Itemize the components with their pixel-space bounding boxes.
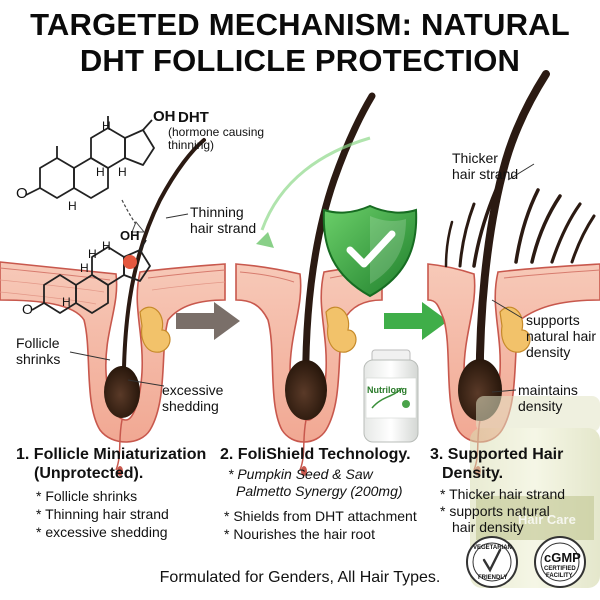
col2-sub-line-1: * Pumpkin Seed & Saw bbox=[228, 466, 373, 482]
col3-bullet: * supports natural bbox=[440, 503, 550, 519]
col1-heading-line-2: (Unprotected). bbox=[34, 465, 144, 482]
col1-heading-line-1: 1. Follicle Miniaturization bbox=[16, 446, 207, 463]
h-atom: H bbox=[62, 295, 71, 309]
title-line-2: DHT FOLLICLE PROTECTION bbox=[79, 43, 521, 78]
leader-thicker bbox=[507, 163, 535, 181]
h-atom: H bbox=[102, 119, 111, 133]
arrow-right-icon-green bbox=[384, 302, 448, 340]
col1-bullet: * Thinning hair strand bbox=[36, 506, 169, 522]
dht-molecule-bonding bbox=[31, 239, 151, 314]
oh-label-bottom: OH bbox=[120, 228, 140, 243]
dht-label: DHT bbox=[178, 109, 209, 126]
leader-maintains bbox=[491, 389, 517, 393]
panel-2-gland bbox=[325, 306, 357, 353]
oh-label-top: OH bbox=[153, 108, 176, 125]
leader-follicle bbox=[69, 351, 111, 361]
col1-bullet: * excessive shedding bbox=[36, 524, 168, 540]
badge-veg-line-2: FRIENDLY bbox=[478, 575, 508, 581]
badge-cgmp-line-3: FACILITY bbox=[546, 573, 573, 579]
h-atom: H bbox=[88, 247, 97, 261]
h-atom: H bbox=[102, 239, 111, 253]
leader-thinning bbox=[165, 213, 189, 219]
col2-bullet: * Shields from DHT attachment bbox=[224, 508, 417, 524]
supplement-bottle bbox=[363, 349, 419, 443]
label-thicker-line-2: hair strand bbox=[452, 166, 519, 182]
label-supports-line-1: supports bbox=[526, 312, 580, 328]
panel-3-hairs bbox=[444, 70, 596, 412]
label-maintains-line-1: maintains bbox=[518, 382, 578, 398]
badge-veg-line-1: VEGETARIAN bbox=[473, 545, 512, 551]
label-supports-line-3: density bbox=[526, 344, 571, 360]
panel-2-hair bbox=[285, 92, 376, 420]
dht-binding-site bbox=[123, 255, 137, 269]
label-follicle-line-2: shrinks bbox=[16, 351, 61, 367]
col3-heading-line-2: Density. bbox=[442, 465, 504, 482]
col2-sub-line-2: Palmetto Synergy (200mg) bbox=[236, 483, 403, 499]
label-maintains-line-2: density bbox=[518, 398, 563, 414]
panel-3-gland bbox=[499, 306, 531, 353]
o-atom-top: O bbox=[16, 185, 28, 202]
bottle-brand: Nutrilong bbox=[367, 385, 407, 395]
vegetarian-leaf-icon bbox=[482, 548, 502, 573]
dht-note-line-1: (hormone causing bbox=[168, 125, 265, 139]
col2-heading: 2. FoliShield Technology. bbox=[220, 446, 411, 463]
dht-note-line-2: thinning) bbox=[168, 138, 215, 152]
label-thinning-line-2: hair strand bbox=[190, 220, 257, 236]
dht-molecule bbox=[25, 116, 155, 199]
col3-bullet: hair density bbox=[452, 519, 524, 535]
footer-text: Formulated for Genders, All Hair Types. bbox=[159, 569, 441, 586]
shield-check-icon bbox=[322, 204, 418, 298]
vegetarian-badge bbox=[466, 536, 518, 588]
leader-supports bbox=[491, 299, 523, 319]
label-shedding-line-2: shedding bbox=[162, 398, 219, 414]
col1-bullet: * Follicle shrinks bbox=[36, 488, 138, 504]
glow-arrow-head bbox=[256, 232, 274, 248]
h-atom: H bbox=[118, 165, 127, 179]
protection-glow bbox=[260, 136, 371, 231]
panel-1-hair bbox=[104, 138, 206, 418]
dht-attach-arrow bbox=[121, 199, 146, 233]
label-shedding-line-1: excessive bbox=[162, 382, 224, 398]
label-thicker-line-1: Thicker bbox=[452, 150, 498, 166]
h-atom: H bbox=[96, 165, 105, 179]
col2-bullet: * Nourishes the hair root bbox=[224, 526, 375, 542]
o-atom-bottom: O bbox=[22, 301, 33, 317]
jar-label: Hair Care bbox=[518, 512, 576, 527]
arrow-right-icon bbox=[176, 302, 240, 340]
cgmp-badge bbox=[534, 536, 586, 588]
title-line-1: TARGETED MECHANISM: NATURAL bbox=[30, 7, 570, 42]
h-atom: H bbox=[68, 199, 77, 213]
label-thinning-line-1: Thinning bbox=[190, 204, 244, 220]
label-supports-line-2: natural hair bbox=[526, 328, 597, 344]
leader-shedding bbox=[127, 379, 165, 387]
h-atom: H bbox=[80, 261, 89, 275]
panel-1-skin bbox=[0, 261, 226, 476]
panel-1-gland bbox=[139, 306, 171, 353]
col3-heading-line-1: 3. Supported Hair bbox=[430, 446, 564, 463]
badge-cgmp-line-1: cGMP bbox=[544, 550, 581, 565]
badge-cgmp-line-2: CERTIFIED bbox=[544, 566, 576, 572]
col3-bullet: * Thicker hair strand bbox=[440, 486, 566, 502]
label-follicle-line-1: Follicle bbox=[16, 335, 60, 351]
